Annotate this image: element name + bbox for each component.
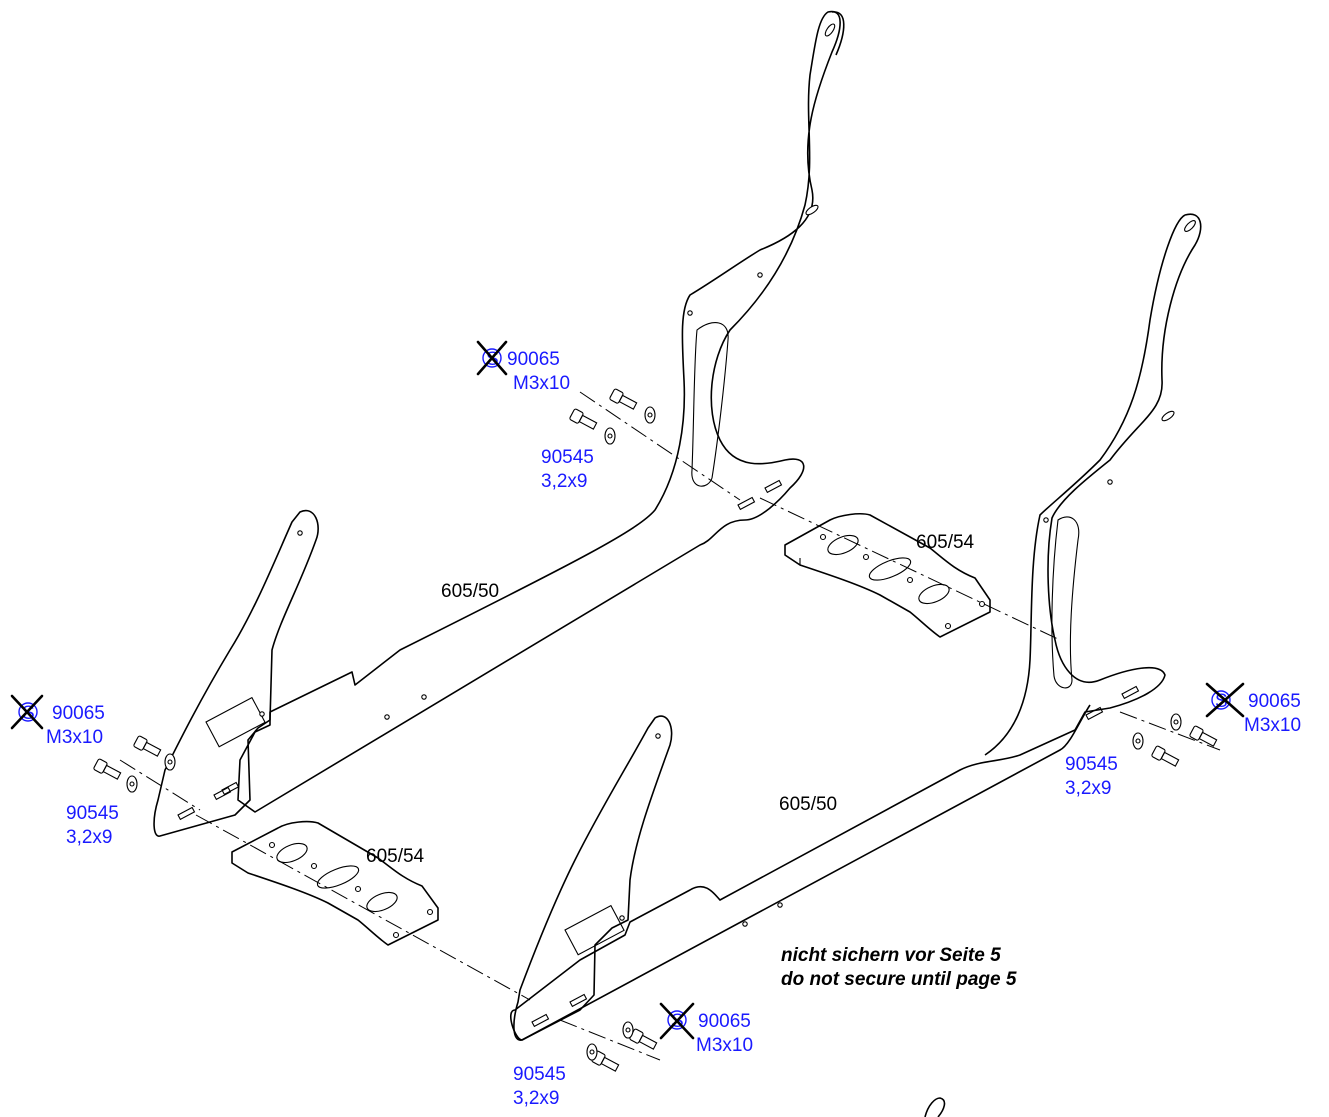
screw-part-number: 90065 <box>507 349 560 370</box>
callout-washer-right: 90545 3,2x9 <box>1065 754 1118 799</box>
note-line-english: do not secure until page 5 <box>781 969 1017 990</box>
callout-screw-right: S 90065 M3x10 <box>1205 682 1301 736</box>
screw-size: M3x10 <box>513 373 570 394</box>
callout-washer-left: 90545 3,2x9 <box>66 803 119 848</box>
washer-part-number: 90545 <box>513 1064 566 1085</box>
cross-bar-back <box>784 513 991 638</box>
label-cross-bar-front: 605/54 <box>366 846 425 867</box>
screw-size: M3x10 <box>46 727 103 748</box>
screw-part-number: 90065 <box>1248 691 1301 712</box>
callout-screw-top: S 90065 M3x10 <box>476 340 570 394</box>
washer-size: 3,2x9 <box>513 1088 559 1109</box>
note-line-german: nicht sichern vor Seite 5 <box>781 945 1001 966</box>
washer-part-number: 90545 <box>1065 754 1118 775</box>
assembly-axes <box>119 391 1221 1061</box>
screw-part-number: 90065 <box>52 703 105 724</box>
screw-part-number: 90065 <box>698 1011 751 1032</box>
side-panel-back <box>237 10 845 813</box>
side-panel-back-left-upright <box>153 509 319 837</box>
label-cross-bar-back: 605/54 <box>916 532 975 553</box>
screw-group-top <box>569 388 656 445</box>
callout-screw-left: S 90065 M3x10 <box>10 694 105 748</box>
callout-screw-bottom: S 90065 M3x10 <box>659 1002 753 1056</box>
screw-group-right <box>1132 713 1218 767</box>
screw-group-left <box>93 735 176 793</box>
screw-size: M3x10 <box>1244 715 1301 736</box>
cross-bar-front <box>231 820 439 946</box>
side-panel-front-left-upright <box>513 715 673 1041</box>
label-side-panel-front: 605/50 <box>779 794 837 815</box>
next-part-edge <box>924 1097 946 1117</box>
side-panel-front <box>510 213 1202 1041</box>
washer-size: 3,2x9 <box>1065 778 1111 799</box>
washer-part-number: 90545 <box>541 447 594 468</box>
washer-size: 3,2x9 <box>541 471 587 492</box>
label-side-panel-back: 605/50 <box>441 581 499 602</box>
callout-washer-top: 90545 3,2x9 <box>541 447 594 492</box>
screw-size: M3x10 <box>696 1035 753 1056</box>
washer-size: 3,2x9 <box>66 827 112 848</box>
callout-washer-bottom: 90545 3,2x9 <box>513 1064 566 1109</box>
screw-group-bottom <box>586 1021 658 1072</box>
washer-part-number: 90545 <box>66 803 119 824</box>
